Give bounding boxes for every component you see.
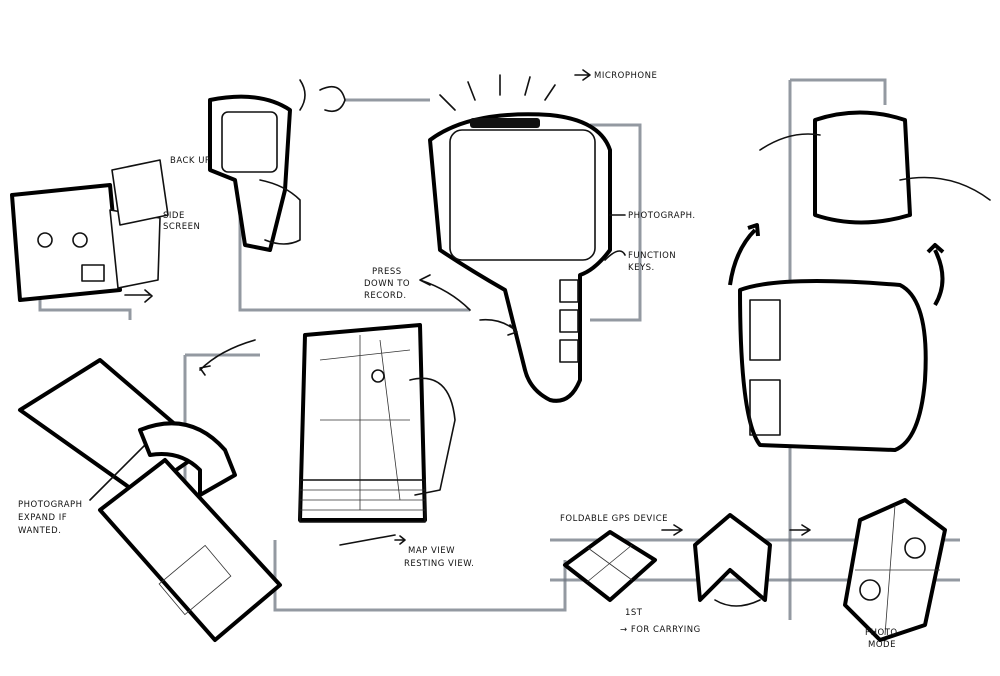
label-photo-mode-2: MODE (868, 640, 896, 650)
handheld-recorder-sketch (419, 69, 626, 403)
foldable-gps-sketch (563, 498, 947, 642)
wrap-device-sketch (728, 110, 991, 452)
label-back-up: BACK UP (170, 156, 211, 166)
map-view-device-sketch (298, 323, 456, 546)
label-side-screen: SIDE (163, 211, 185, 221)
folding-phone-sketch (18, 339, 282, 642)
voice-recorder-sketch (208, 79, 346, 252)
label-function-keys-2: KEYS. (628, 263, 655, 273)
label-expand-3: WANTED. (18, 526, 61, 536)
label-foldable-gps: FOLDABLE GPS DEVICE (560, 514, 668, 524)
label-resting-view: RESTING VIEW. (404, 559, 474, 569)
label-expand: PHOTOGRAPH (18, 500, 83, 510)
label-map-view: MAP VIEW (408, 546, 455, 556)
label-microphone: MICROPHONE (594, 71, 657, 81)
label-press: PRESS (372, 267, 402, 277)
annotations: BACK UP SIDE SCREEN MICROPHONE PHOTOGRAP… (18, 71, 898, 650)
label-for-carrying: → FOR CARRYING (620, 625, 701, 635)
label-expand-2: EXPAND IF (18, 513, 67, 523)
label-first: 1ST (625, 608, 643, 618)
label-press-3: RECORD. (364, 291, 407, 301)
label-press-2: DOWN TO (364, 279, 410, 289)
cassette-device-sketch (10, 159, 169, 303)
label-photograph: PHOTOGRAPH. (628, 211, 696, 221)
label-side-screen-2: SCREEN (163, 222, 200, 232)
label-photo-mode: PHOTO (865, 628, 898, 638)
label-function-keys: FUNCTION (628, 251, 676, 261)
